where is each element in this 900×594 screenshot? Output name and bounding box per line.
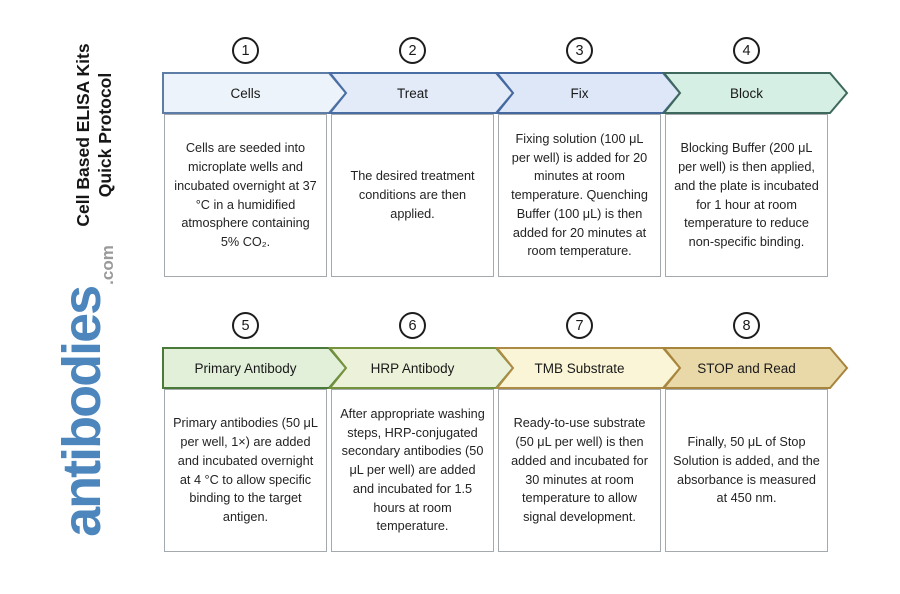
- step-column-7: 7 TMB Substrate Ready-to-use substrate (…: [494, 312, 682, 552]
- step-title: Cells: [230, 85, 261, 101]
- step-description-box: After appropriate washing steps, HRP-con…: [331, 389, 494, 552]
- step-description: After appropriate washing steps, HRP-con…: [340, 407, 485, 534]
- step-header: Cells: [162, 72, 348, 114]
- step-title: STOP and Read: [697, 360, 796, 376]
- brand-logo: antibodies.com: [51, 231, 125, 551]
- brand-logo-text: antibodies: [52, 286, 112, 537]
- step-description: Cells are seeded into microplate wells a…: [174, 141, 317, 249]
- step-column-3: 3 Fix Fixing solution (100 μL per well) …: [494, 37, 682, 277]
- brand-logo-suffix: .com: [98, 245, 117, 285]
- step-arrow-banner: [661, 347, 849, 389]
- step-row-1: 1 Cells Cells are seeded into microplate…: [162, 37, 862, 277]
- step-number-badge: 2: [399, 37, 426, 64]
- step-header: Block: [661, 72, 849, 114]
- step-description: Blocking Buffer (200 μL per well) is the…: [674, 141, 819, 249]
- step-description-box: Cells are seeded into microplate wells a…: [164, 114, 327, 277]
- step-description-box: Blocking Buffer (200 μL per well) is the…: [665, 114, 828, 277]
- step-number-badge: 5: [232, 312, 259, 339]
- step-description: Fixing solution (100 μL per well) is add…: [511, 132, 648, 259]
- step-description: The desired treatment conditions are the…: [350, 169, 475, 221]
- step-title: Block: [729, 85, 763, 101]
- poster-title-line2: Quick Protocol: [94, 72, 115, 198]
- step-column-2: 2 Treat The desired treatment conditions…: [327, 37, 515, 277]
- step-title: HRP Antibody: [370, 360, 455, 376]
- step-title: Primary Antibody: [194, 360, 297, 376]
- step-header: Fix: [494, 72, 682, 114]
- step-header: TMB Substrate: [494, 347, 682, 389]
- step-header: Treat: [327, 72, 515, 114]
- step-description-box: Ready-to-use substrate (50 μL per well) …: [498, 389, 661, 552]
- poster-title: Cell Based ELISA Kits Quick Protocol: [73, 34, 119, 236]
- step-arrow-banner: [661, 72, 849, 114]
- step-column-6: 6 HRP Antibody After appropriate washing…: [327, 312, 515, 552]
- step-number-badge: 1: [232, 37, 259, 64]
- step-number-badge: 8: [733, 312, 760, 339]
- step-title: TMB Substrate: [534, 360, 625, 376]
- step-description-box: The desired treatment conditions are the…: [331, 114, 494, 277]
- step-header: STOP and Read: [661, 347, 849, 389]
- step-description: Ready-to-use substrate (50 μL per well) …: [511, 416, 648, 524]
- step-header: Primary Antibody: [162, 347, 348, 389]
- step-column-8: 8 STOP and Read Finally, 50 μL of Stop S…: [661, 312, 849, 552]
- step-title: Treat: [396, 85, 428, 101]
- step-column-1: 1 Cells Cells are seeded into microplate…: [162, 37, 348, 277]
- step-description-box: Primary antibodies (50 μL per well, 1×) …: [164, 389, 327, 552]
- step-description-box: Finally, 50 μL of Stop Solution is added…: [665, 389, 828, 552]
- step-column-4: 4 Block Blocking Buffer (200 μL per well…: [661, 37, 849, 277]
- step-number-badge: 6: [399, 312, 426, 339]
- protocol-flow: 1 Cells Cells are seeded into microplate…: [162, 37, 862, 587]
- step-description-box: Fixing solution (100 μL per well) is add…: [498, 114, 661, 277]
- step-title: Fix: [570, 85, 589, 101]
- step-number-badge: 4: [733, 37, 760, 64]
- step-description: Primary antibodies (50 μL per well, 1×) …: [173, 416, 318, 524]
- step-header: HRP Antibody: [327, 347, 515, 389]
- step-row-2: 5 Primary Antibody Primary antibodies (5…: [162, 312, 862, 552]
- step-column-5: 5 Primary Antibody Primary antibodies (5…: [162, 312, 348, 552]
- step-description: Finally, 50 μL of Stop Solution is added…: [673, 435, 820, 506]
- step-number-badge: 3: [566, 37, 593, 64]
- poster-title-line1: Cell Based ELISA Kits: [73, 43, 93, 227]
- step-number-badge: 7: [566, 312, 593, 339]
